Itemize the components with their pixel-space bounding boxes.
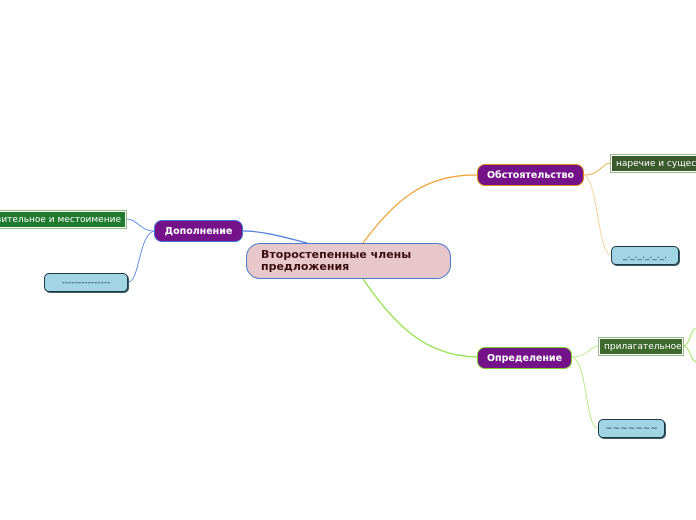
link-root-dopolnenie <box>242 230 308 244</box>
link-root-opredelenie <box>362 278 478 358</box>
link-dop-leaf1 <box>125 218 155 232</box>
leaf-wavy[interactable]: ~~~~~~~ <box>598 419 665 438</box>
leaf-label: --------------- <box>61 277 111 288</box>
leaf-sushchestvitelnoe[interactable]: существительное и местоимение <box>0 211 126 228</box>
leaf-label: наречие и существительное <box>616 158 696 169</box>
link-opr-leaf1 <box>571 345 600 358</box>
leaf-dashed[interactable]: --------------- <box>44 273 128 292</box>
link-opr-subchild-1 <box>682 327 696 347</box>
branch-opredelenie[interactable]: Определение <box>477 347 572 369</box>
branch-label: Определение <box>486 352 563 364</box>
link-opr-leaf2 <box>571 356 599 429</box>
root-topic[interactable]: Второстепенные члены предложения <box>246 243 451 279</box>
root-topic-label: Второстепенные члены предложения <box>261 248 412 273</box>
leaf-label: ~~~~~~~ <box>605 423 658 434</box>
link-dop-leaf2 <box>127 230 155 283</box>
leaf-dash-dot[interactable]: _._._._._._. <box>611 246 679 265</box>
leaf-prilagatelnoe[interactable]: прилагательное <box>599 338 683 355</box>
link-obst-leaf2 <box>583 174 612 256</box>
leaf-narechie[interactable]: наречие и существительное <box>611 155 696 172</box>
branch-dopolnenie[interactable]: Дополнение <box>154 220 243 242</box>
link-obst-leaf1 <box>583 162 612 176</box>
branch-obstoyatelstvo[interactable]: Обстоятельство <box>477 164 584 186</box>
leaf-label: прилагательное <box>604 341 682 352</box>
link-root-obstoyatelstvo <box>362 174 478 244</box>
branch-label: Обстоятельство <box>486 169 575 181</box>
leaf-label: _._._._._._. <box>622 250 668 261</box>
leaf-label: существительное и местоимение <box>0 214 121 225</box>
branch-label: Дополнение <box>164 225 233 237</box>
link-opr-subchild-2 <box>682 345 696 363</box>
